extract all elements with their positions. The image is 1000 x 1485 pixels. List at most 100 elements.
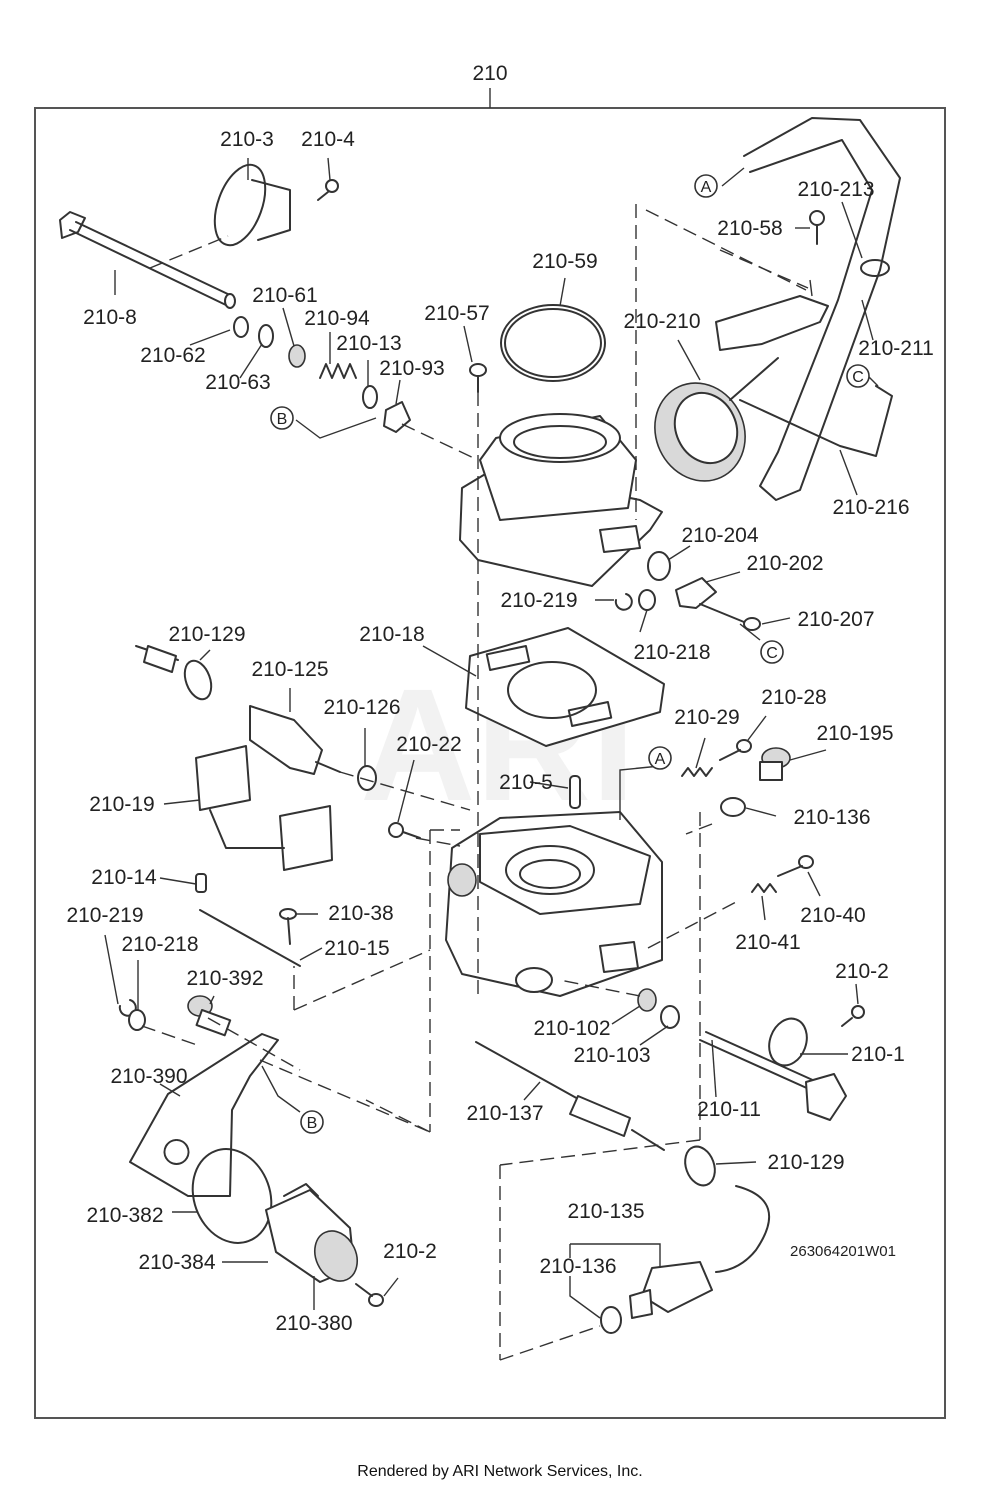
gasket-part xyxy=(600,1306,622,1334)
part-label: 210-59 xyxy=(532,250,597,273)
part-label: 210-4 xyxy=(301,128,355,151)
screw-part xyxy=(388,822,421,839)
gasket-part xyxy=(465,627,665,747)
callout-c: C xyxy=(846,364,870,388)
part-label: 210-210 xyxy=(623,310,700,333)
clip-part xyxy=(614,593,633,611)
bushing-part xyxy=(647,551,671,581)
screw-part xyxy=(719,739,752,761)
part-label: 210-22 xyxy=(396,733,461,756)
part-label: 210-102 xyxy=(533,1017,610,1040)
screw-part xyxy=(841,1005,865,1027)
part-label: 210-219 xyxy=(500,589,577,612)
screw-part xyxy=(777,855,814,877)
o-ring-part xyxy=(191,1148,273,1244)
screw-part xyxy=(355,1283,384,1307)
part-label: 210-216 xyxy=(832,496,909,519)
svg-text:C: C xyxy=(852,369,864,386)
part-label: 210-136 xyxy=(793,806,870,829)
screw-part xyxy=(317,179,339,201)
wire-part xyxy=(739,385,893,457)
spring-part xyxy=(319,363,357,379)
part-label: 210-211 xyxy=(858,337,934,360)
callout-b: B xyxy=(300,1110,324,1134)
callout-a: A xyxy=(648,746,672,770)
screw-part xyxy=(469,363,487,393)
part-label: 210-2 xyxy=(383,1240,437,1263)
part-label: 210-3 xyxy=(220,128,274,151)
part-label: 210-8 xyxy=(83,306,137,329)
washer-part xyxy=(258,324,274,348)
seal-part xyxy=(637,988,657,1012)
part-label: 210-382 xyxy=(86,1204,163,1227)
svg-text:A: A xyxy=(655,751,666,768)
callout-a: A xyxy=(694,174,718,198)
part-label: 210-125 xyxy=(251,658,328,681)
part-label: 210-390 xyxy=(110,1065,187,1088)
svg-text:B: B xyxy=(277,411,288,428)
carburetor-main-body-part xyxy=(445,811,663,997)
part-label: 210-1 xyxy=(851,1043,905,1066)
part-label: 210-135 xyxy=(567,1200,644,1223)
part-label: 210-136 xyxy=(539,1255,616,1278)
part-label: 210-5 xyxy=(499,771,553,794)
diaphragm-part xyxy=(654,295,829,482)
part-label: 210-213 xyxy=(797,178,874,201)
part-label: 210-2 xyxy=(835,960,889,983)
throttle-plate-part xyxy=(213,163,291,247)
callout-c: C xyxy=(760,640,784,664)
svg-text:B: B xyxy=(307,1115,318,1132)
part-label: 210-137 xyxy=(466,1102,543,1125)
washer-part xyxy=(128,1009,146,1031)
throttle-shaft-part xyxy=(59,211,236,309)
part-label: 210-18 xyxy=(359,623,424,646)
bolt-part xyxy=(809,210,825,245)
washer-part xyxy=(233,316,249,338)
part-label: 210-94 xyxy=(304,307,370,330)
clamp-part xyxy=(860,259,890,277)
carburetor-upper-body-part xyxy=(459,413,663,587)
part-label: 210-218 xyxy=(121,933,198,956)
boot-part xyxy=(684,1145,716,1187)
footer-credit: Rendered by ARI Network Services, Inc. xyxy=(357,1463,642,1480)
part-label: 210-202 xyxy=(746,552,823,575)
bracket-part xyxy=(129,1033,279,1197)
o-ring-part xyxy=(500,304,606,382)
clip-part xyxy=(383,401,411,433)
part-label: 210-11 xyxy=(697,1098,761,1121)
part-label: 210-63 xyxy=(205,371,270,394)
part-label: 210-219 xyxy=(66,904,143,927)
part-label: 210-15 xyxy=(324,937,389,960)
screw-part xyxy=(279,908,297,945)
part-label: 210-384 xyxy=(138,1251,215,1274)
drawing-number: 263064201W01 xyxy=(790,1243,896,1260)
svg-text:C: C xyxy=(766,645,778,662)
choke-shaft-part xyxy=(699,1017,847,1121)
part-label: 210-40 xyxy=(800,904,865,927)
part-label: 210-380 xyxy=(275,1312,352,1335)
pin-part xyxy=(195,873,207,893)
solenoid-part xyxy=(629,1185,771,1319)
spring-part xyxy=(681,767,713,777)
part-label: 210-29 xyxy=(674,706,739,729)
gasket-part xyxy=(720,797,746,817)
part-label: 210-13 xyxy=(336,332,401,355)
part-label: 210-129 xyxy=(767,1151,844,1174)
part-label: 210-218 xyxy=(633,641,710,664)
seal-part xyxy=(288,344,306,368)
seal-part xyxy=(357,765,377,791)
pin-part xyxy=(569,775,581,809)
part-label: 210-19 xyxy=(89,793,154,816)
part-label: 210-392 xyxy=(186,967,263,990)
part-label: 210-57 xyxy=(424,302,489,325)
part-label: 210-58 xyxy=(717,217,782,240)
spring-part xyxy=(751,883,777,893)
actuator-motor-part xyxy=(265,1183,358,1283)
washer-part xyxy=(362,385,378,409)
part-label: 210-61 xyxy=(252,284,317,307)
part-label: 210-41 xyxy=(735,931,800,954)
connector-part xyxy=(195,745,333,871)
part-label: 210-38 xyxy=(328,902,393,925)
part-label: 210-62 xyxy=(140,344,205,367)
